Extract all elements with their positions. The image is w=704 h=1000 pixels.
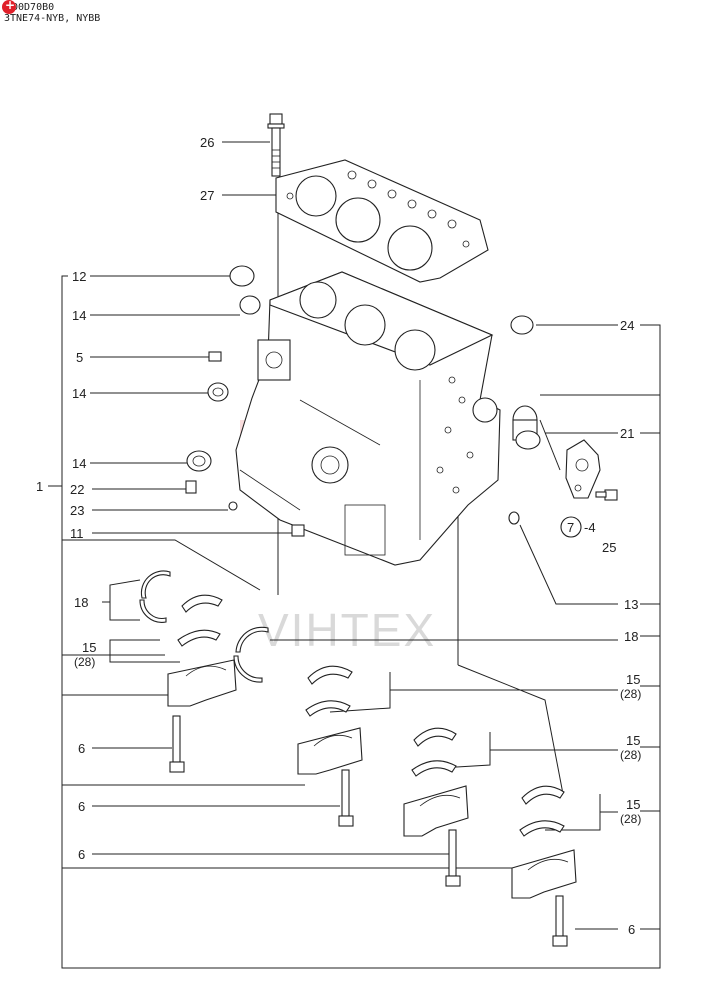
callout-15-c: 15	[626, 733, 640, 748]
thrust-washer-18-left[interactable]	[139, 570, 171, 623]
callout-14-b: 14	[72, 386, 86, 401]
callout-25: 25	[602, 540, 616, 555]
red-plus-icon[interactable]	[2, 0, 16, 14]
right-bracket	[640, 324, 660, 930]
bearing-cap-3[interactable]	[403, 785, 469, 837]
cap-bolt-2[interactable]	[338, 769, 354, 827]
watermark-text: VIHTEX	[258, 604, 436, 656]
callout-14-a: 14	[72, 308, 86, 323]
bearing-cap-4[interactable]	[511, 849, 577, 899]
callout-6-b: 6	[78, 799, 85, 814]
callout-5: 5	[76, 350, 83, 365]
plug-12[interactable]	[229, 265, 255, 287]
callout-28-d: (28)	[620, 812, 641, 826]
callout-28-a: (28)	[74, 655, 95, 669]
thrust-washer-18-right[interactable]	[233, 626, 269, 683]
cylinder-block[interactable]	[235, 271, 501, 566]
seal-14-lower[interactable]	[186, 450, 212, 472]
ball-23[interactable]	[228, 501, 238, 511]
bearing-shell-15-d[interactable]	[519, 785, 565, 837]
head-gasket[interactable]	[275, 159, 489, 283]
callout-24: 24	[620, 318, 634, 333]
callout-28-b: (28)	[620, 687, 641, 701]
leader-lines	[62, 141, 660, 930]
document-header: 00D70B0 3TNE74-NYB, NYBB	[2, 0, 101, 24]
bearing-shell-15-a[interactable]	[177, 594, 223, 647]
bolt-25[interactable]	[595, 489, 618, 501]
callout-labels: 26 27 12 14 5 14 14 1 22 23 11 18 15 (28…	[36, 135, 641, 937]
callout-7: 7	[567, 520, 574, 535]
plug-24[interactable]	[510, 315, 534, 335]
callout-21: 21	[620, 426, 634, 441]
model-name: 3TNE74-NYB, NYBB	[4, 13, 101, 24]
cap-bolt-4[interactable]	[552, 895, 568, 947]
callout-4: -4	[584, 520, 596, 535]
bushing-21[interactable]	[512, 405, 541, 450]
callout-11: 11	[70, 526, 84, 541]
seal-14-middle[interactable]	[207, 382, 229, 402]
callout-27: 27	[200, 188, 214, 203]
callout-6-c: 6	[78, 847, 85, 862]
callout-12: 12	[72, 269, 86, 284]
callout-7-circle	[560, 516, 582, 538]
bearing-cap-2[interactable]	[297, 727, 363, 775]
cap-bolt-1[interactable]	[169, 715, 185, 773]
head-bolt[interactable]	[267, 113, 285, 177]
plug-5[interactable]	[208, 351, 222, 362]
plug-22[interactable]	[185, 480, 197, 494]
callout-1: 1	[36, 479, 43, 494]
callout-23: 23	[70, 503, 84, 518]
callout-18-a: 18	[74, 595, 88, 610]
doc-code: 00D70B0	[12, 2, 55, 13]
bearing-shell-15-b[interactable]	[305, 665, 353, 717]
seal-14-upper[interactable]	[239, 295, 261, 315]
bearing-shell-15-c[interactable]	[411, 727, 457, 777]
callout-18-b: 18	[624, 629, 638, 644]
plug-11[interactable]	[291, 524, 305, 537]
cap-bolt-3[interactable]	[445, 829, 461, 887]
callout-6-a: 6	[78, 741, 85, 756]
callout-15-b: 15	[626, 672, 640, 687]
callout-6-d: 6	[628, 922, 635, 937]
callout-22: 22	[70, 482, 84, 497]
callout-14-c: 14	[72, 456, 86, 471]
callout-15-a: 15	[82, 640, 96, 655]
callout-15-d: 15	[626, 797, 640, 812]
cover-plate-7-4[interactable]	[565, 439, 601, 499]
callout-26: 26	[200, 135, 214, 150]
callout-13: 13	[624, 597, 638, 612]
bearing-cap-1[interactable]	[167, 659, 237, 707]
callout-28-c: (28)	[620, 748, 641, 762]
o-ring-13[interactable]	[508, 511, 520, 525]
